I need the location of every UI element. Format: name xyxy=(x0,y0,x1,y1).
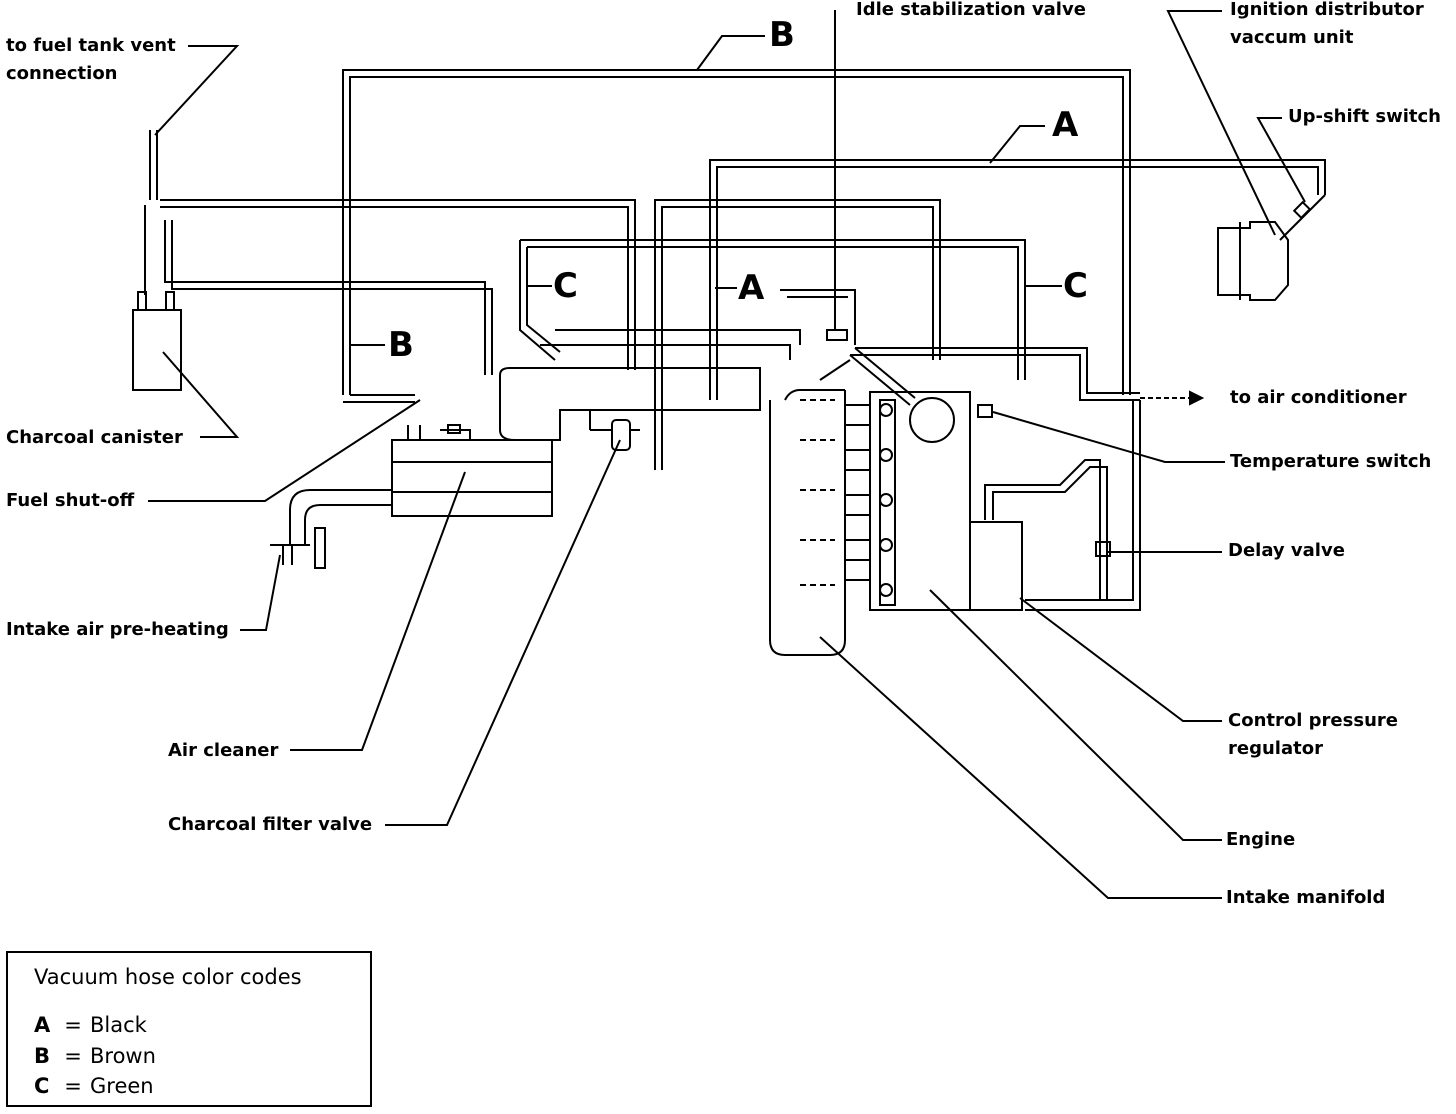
label-temperature-switch: Temperature switch xyxy=(1230,451,1432,472)
throttle-housing xyxy=(499,329,801,441)
leader-temperature xyxy=(992,411,1225,463)
leader-lines xyxy=(148,10,1306,899)
label-control-pressure-regulator: Control pressure regulator xyxy=(1228,707,1398,763)
leader-intake-manifold xyxy=(819,636,1222,899)
hose-marker-b-left: B xyxy=(388,325,414,365)
intake-manifold-shape xyxy=(769,389,870,656)
distributor-unit xyxy=(1217,194,1326,301)
leader-charcoal-canister xyxy=(162,351,240,438)
engine-block xyxy=(869,391,971,611)
label-fuel-tank-vent-line2: connection xyxy=(6,63,118,84)
leader-control-pressure xyxy=(1019,597,1222,722)
label-fuel-tank-vent-line1: to fuel tank vent xyxy=(6,35,176,56)
legend-code: B xyxy=(34,1044,51,1068)
label-fuel-shutoff: Fuel shut-off xyxy=(6,490,135,511)
leader-charcoal-filter xyxy=(385,439,621,826)
label-ignition-distributor-line1: Ignition distributor xyxy=(1230,0,1424,20)
leader-b-top xyxy=(696,35,765,71)
label-air-cleaner: Air cleaner xyxy=(168,740,279,761)
leader-air-cleaner xyxy=(290,471,466,751)
legend-box: Vacuum hose color codes A=Black B=Brown … xyxy=(6,951,372,1107)
hose-b-top xyxy=(342,69,1131,395)
hose-a-top xyxy=(709,159,1326,400)
hose-canister xyxy=(160,199,941,470)
leader-upshift xyxy=(1256,117,1306,203)
label-fuel-tank-vent: to fuel tank vent connection xyxy=(6,32,176,88)
leader-preheat xyxy=(240,554,281,631)
label-engine: Engine xyxy=(1226,829,1296,850)
legend-row-b: B = Brown xyxy=(34,1044,156,1068)
leader-ignition xyxy=(1166,10,1276,236)
label-idle-stabilization-valve: Idle stabilization valve xyxy=(856,0,1086,20)
control-pressure-regulator-shape xyxy=(969,521,1023,611)
label-charcoal-filter-valve: Charcoal filter valve xyxy=(168,814,373,835)
label-to-air-conditioner: to air conditioner xyxy=(1230,387,1407,408)
legend-title: Vacuum hose color codes xyxy=(34,965,302,989)
label-ignition-distributor-line2: vaccum unit xyxy=(1230,27,1354,48)
leader-engine xyxy=(929,589,1222,841)
leader-a-top xyxy=(989,125,1045,164)
legend-color: Green xyxy=(90,1074,154,1098)
hose-marker-b-top: B xyxy=(769,15,795,55)
hose-marker-a-top: A xyxy=(1052,105,1079,145)
label-ignition-distributor: Ignition distributor vaccum unit xyxy=(1230,0,1424,52)
legend-equals: = xyxy=(64,1074,82,1098)
label-upshift-switch: Up-shift switch xyxy=(1288,106,1441,127)
label-intake-air-preheating: Intake air pre-heating xyxy=(6,619,229,640)
charcoal-filter-valve-shape xyxy=(589,410,640,451)
legend-code: A xyxy=(34,1013,51,1037)
leader-fuel-shutoff xyxy=(148,399,421,502)
legend-row-c: C = Green xyxy=(34,1074,154,1098)
vent-stub xyxy=(137,130,493,375)
legend-row-a: A = Black xyxy=(34,1013,147,1037)
idle-valve-shape xyxy=(780,10,856,345)
legend-code: C xyxy=(34,1074,50,1098)
hose-marker-c-right: C xyxy=(1063,266,1088,306)
charcoal-canister xyxy=(132,309,182,391)
label-delay-valve: Delay valve xyxy=(1228,540,1345,561)
label-charcoal-canister: Charcoal canister xyxy=(6,427,183,448)
legend-color: Brown xyxy=(90,1044,156,1068)
hose-marker-c-left: C xyxy=(553,266,578,306)
legend-equals: = xyxy=(64,1013,82,1037)
hose-right xyxy=(850,347,1141,611)
hose-marker-a-mid: A xyxy=(738,268,765,308)
leader-fuel-tank-vent xyxy=(154,45,240,136)
label-control-pressure-line1: Control pressure xyxy=(1228,710,1398,731)
preheat-pipe xyxy=(270,489,392,569)
legend-equals: = xyxy=(64,1044,82,1068)
hose-c xyxy=(519,239,1026,380)
label-control-pressure-line2: regulator xyxy=(1228,738,1323,759)
legend-color: Black xyxy=(90,1013,147,1037)
label-intake-manifold: Intake manifold xyxy=(1226,887,1386,908)
air-cleaner-box xyxy=(391,424,553,517)
